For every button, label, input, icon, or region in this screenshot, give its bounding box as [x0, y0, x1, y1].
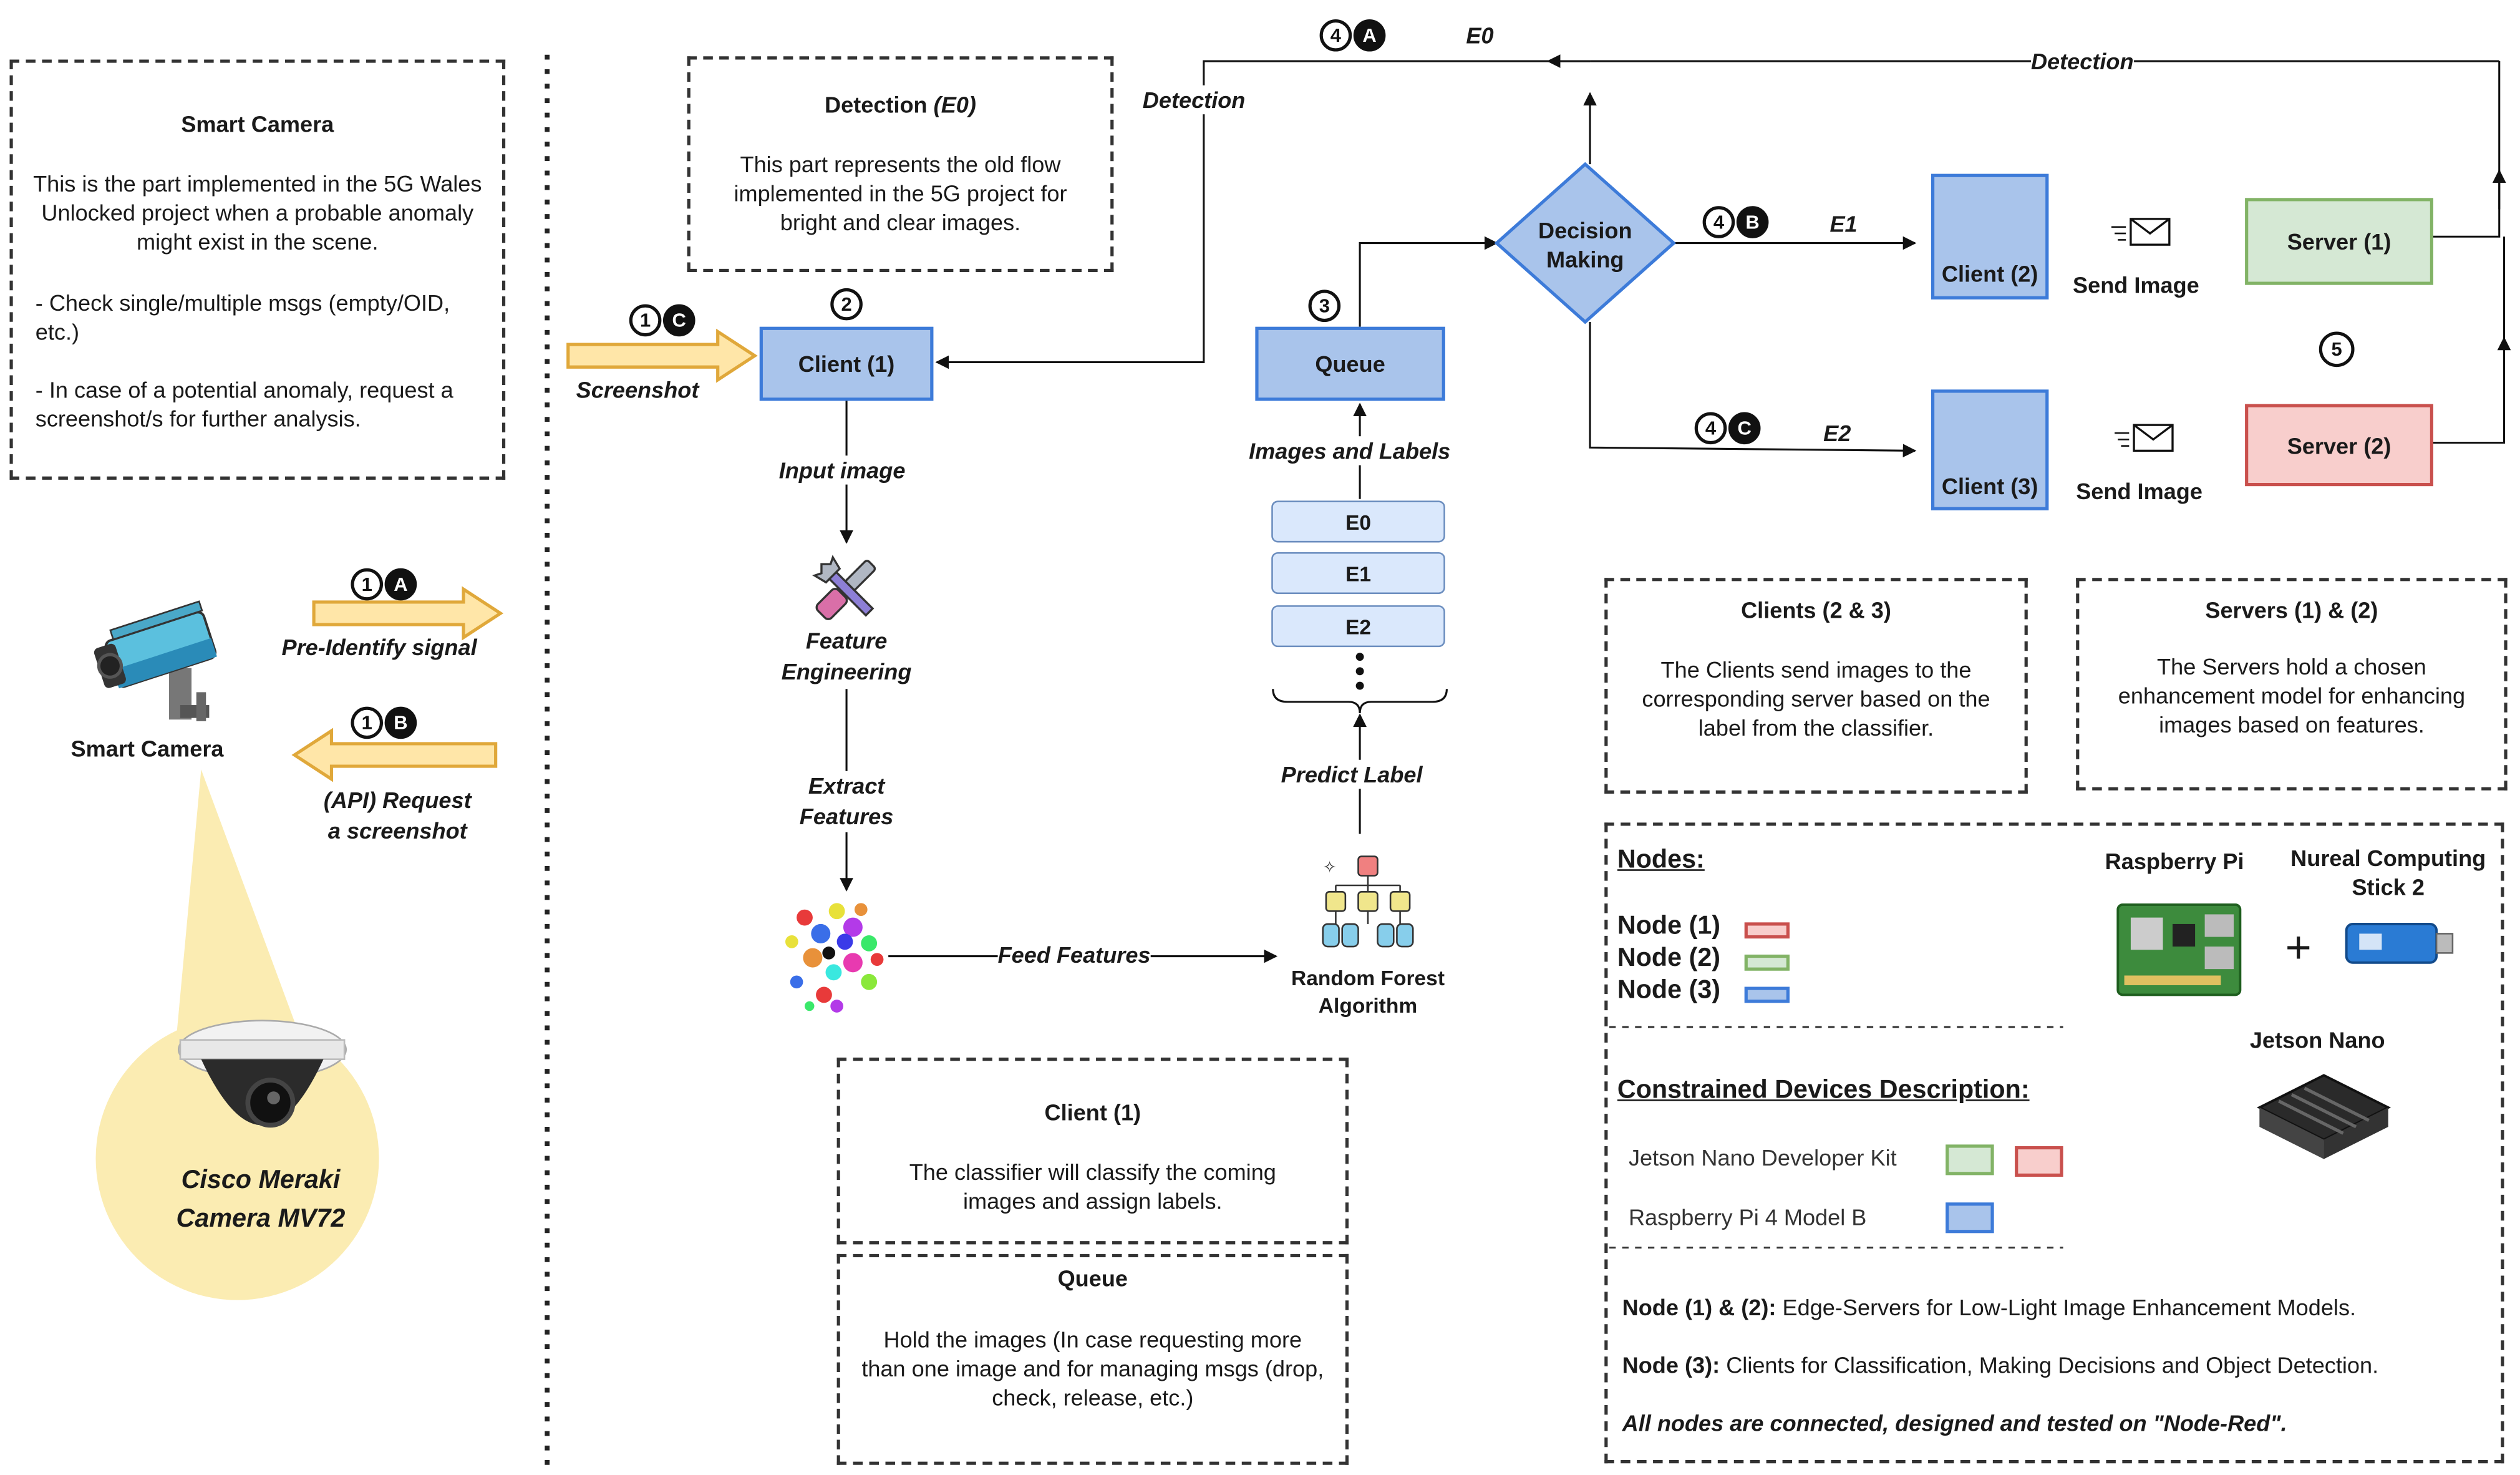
- legend-node-2: Node (2): [1617, 945, 1721, 973]
- arrow-1a: [312, 586, 504, 641]
- smart-camera-info-box: Smart Camera This is the part implemente…: [9, 59, 506, 480]
- dome-camera-image: [178, 1020, 347, 1128]
- queue-info-text: Hold the images (In case requesting more…: [861, 1326, 1324, 1411]
- smart-camera-info-bullet: - Check single/multiple msgs (empty/OID,…: [35, 290, 450, 345]
- legend-node-3: Node (3): [1617, 977, 1721, 1005]
- legend-nodes-title: Nodes:: [1617, 847, 1705, 874]
- queue-info-title: Queue: [1057, 1265, 1128, 1292]
- smart-camera-info-text: This is the part implemented in the 5G W…: [33, 170, 482, 255]
- client-2-node[interactable]: Client (2): [1931, 173, 2049, 299]
- rpi-swatch-blue: [1946, 1202, 1994, 1234]
- clients-info-box: Clients (2 & 3) The Clients send images …: [1604, 578, 2028, 794]
- queue-info-box: Queue Hold the images (In case requestin…: [836, 1254, 1349, 1465]
- predict-label-label: Predict Label: [1281, 759, 1423, 789]
- legend-note-nodered: All nodes are connected, designed and te…: [1622, 1410, 2287, 1436]
- e1-edge-label: E1: [1829, 210, 1858, 237]
- rpi-model-label: Raspberry Pi 4 Model B: [1628, 1204, 1867, 1230]
- step-badge-2: 2: [830, 288, 863, 324]
- pre-identify-label: Pre-Identify signal: [281, 634, 477, 660]
- raspberry-pi-label: Raspberry Pi: [2105, 848, 2244, 874]
- decision-diamond: [1494, 162, 1677, 324]
- smart-camera-label: Smart Camera: [70, 736, 224, 762]
- detection-info-title: Detection (E0): [825, 92, 976, 118]
- jetson-nano-label: Jetson Nano: [2249, 1027, 2385, 1053]
- client-1-node[interactable]: Client (1): [759, 326, 934, 401]
- input-image-label: Input image: [778, 455, 906, 485]
- clients-info-text: The Clients send images to the correspon…: [1642, 656, 1990, 741]
- jetson-swatch-red: [2015, 1146, 2063, 1177]
- class-e2: E2: [1271, 605, 1445, 648]
- legend-swatch-green: [1744, 954, 1790, 971]
- api-request-label: (API) Request a screenshot: [323, 787, 472, 844]
- feature-engineering-label: Feature Engineering: [781, 628, 912, 684]
- features-scatter-icon: [785, 903, 884, 1013]
- svg-text:✧: ✧: [1323, 859, 1337, 876]
- detection-info-text: This part represents the old flow implem…: [734, 151, 1067, 235]
- servers-info-text: The Servers hold a chosen enhancement mo…: [2118, 653, 2466, 738]
- camera-model-label: Cisco Meraki Camera MV72: [176, 1167, 346, 1234]
- smart-camera-info-bullet: - In case of a potential anomaly, reques…: [35, 376, 453, 432]
- compute-stick-label: Nureal Computing Stick 2: [2290, 845, 2486, 900]
- step-badge-3: 3: [1308, 290, 1341, 325]
- clients-info-title: Clients (2 & 3): [1741, 597, 1891, 623]
- client-3-node[interactable]: Client (3): [1931, 389, 2049, 510]
- random-forest-label: Random Forest Algorithm: [1291, 966, 1445, 1018]
- class-e1: E1: [1271, 552, 1445, 595]
- class-e0: E0: [1271, 500, 1445, 543]
- legend-swatch-red: [1744, 922, 1790, 939]
- server-2-node[interactable]: Server (2): [2245, 404, 2433, 487]
- client-1-info-text: The classifier will classify the coming …: [909, 1159, 1276, 1214]
- plus-sign: +: [2285, 922, 2312, 973]
- servers-info-box: Servers (1) & (2) The Servers hold a cho…: [2076, 578, 2508, 791]
- client-1-info-title: Client (1): [1044, 1099, 1141, 1126]
- compute-stick-image: [2345, 922, 2454, 964]
- security-camera-icon: [94, 600, 217, 721]
- e2-edge-label: E2: [1823, 420, 1851, 446]
- legend-node-1: Node (1): [1617, 912, 1721, 940]
- send-image-label: Send Image: [2076, 478, 2203, 504]
- e0-edge-label: E0: [1466, 22, 1494, 49]
- jetson-swatch-green: [1946, 1144, 1994, 1176]
- queue-node[interactable]: Queue: [1255, 326, 1445, 401]
- envelope-icon: [2111, 218, 2171, 246]
- detection-edge-label-top: Detection: [2030, 46, 2134, 76]
- raspberry-pi-image: [2116, 903, 2242, 996]
- decision-making-label[interactable]: Decision Making: [1538, 217, 1632, 273]
- images-and-labels-label: Images and Labels: [1249, 436, 1451, 465]
- screenshot-label: Screenshot: [576, 376, 699, 402]
- feed-features-label: Feed Features: [997, 940, 1151, 970]
- legend-swatch-blue: [1744, 986, 1790, 1003]
- detection-info-box: Detection (E0) This part represents the …: [687, 56, 1114, 273]
- servers-info-title: Servers (1) & (2): [2205, 597, 2378, 623]
- arrow-1b: [291, 728, 498, 782]
- legend-box: [1604, 822, 2504, 1464]
- server-1-node[interactable]: Server (1): [2245, 198, 2433, 285]
- constrained-devices-title: Constrained Devices Description:: [1617, 1077, 2030, 1104]
- legend-note-clients: Node (3): Clients for Classification, Ma…: [1622, 1352, 2379, 1378]
- tools-icon: [812, 555, 876, 620]
- jetson-nano-image: [2256, 1074, 2392, 1159]
- extract-features-label: Extract Features: [788, 771, 904, 832]
- arrow-1c: [566, 328, 758, 383]
- envelope-icon: [2115, 424, 2174, 452]
- step-badge-5: 5: [2319, 331, 2355, 368]
- decision-tree-icon: ✧: [1322, 855, 1414, 948]
- send-image-label: Send Image: [2073, 272, 2199, 298]
- jetson-kit-label: Jetson Nano Developer Kit: [1628, 1144, 1897, 1171]
- legend-note-servers: Node (1) & (2): Edge-Servers for Low-Lig…: [1622, 1294, 2357, 1320]
- client-1-info-box: Client (1) The classifier will classify …: [836, 1058, 1349, 1245]
- smart-camera-info-title: Smart Camera: [181, 111, 334, 137]
- classes-brace: [1272, 689, 1448, 714]
- detection-edge-label: Detection: [1142, 85, 1246, 115]
